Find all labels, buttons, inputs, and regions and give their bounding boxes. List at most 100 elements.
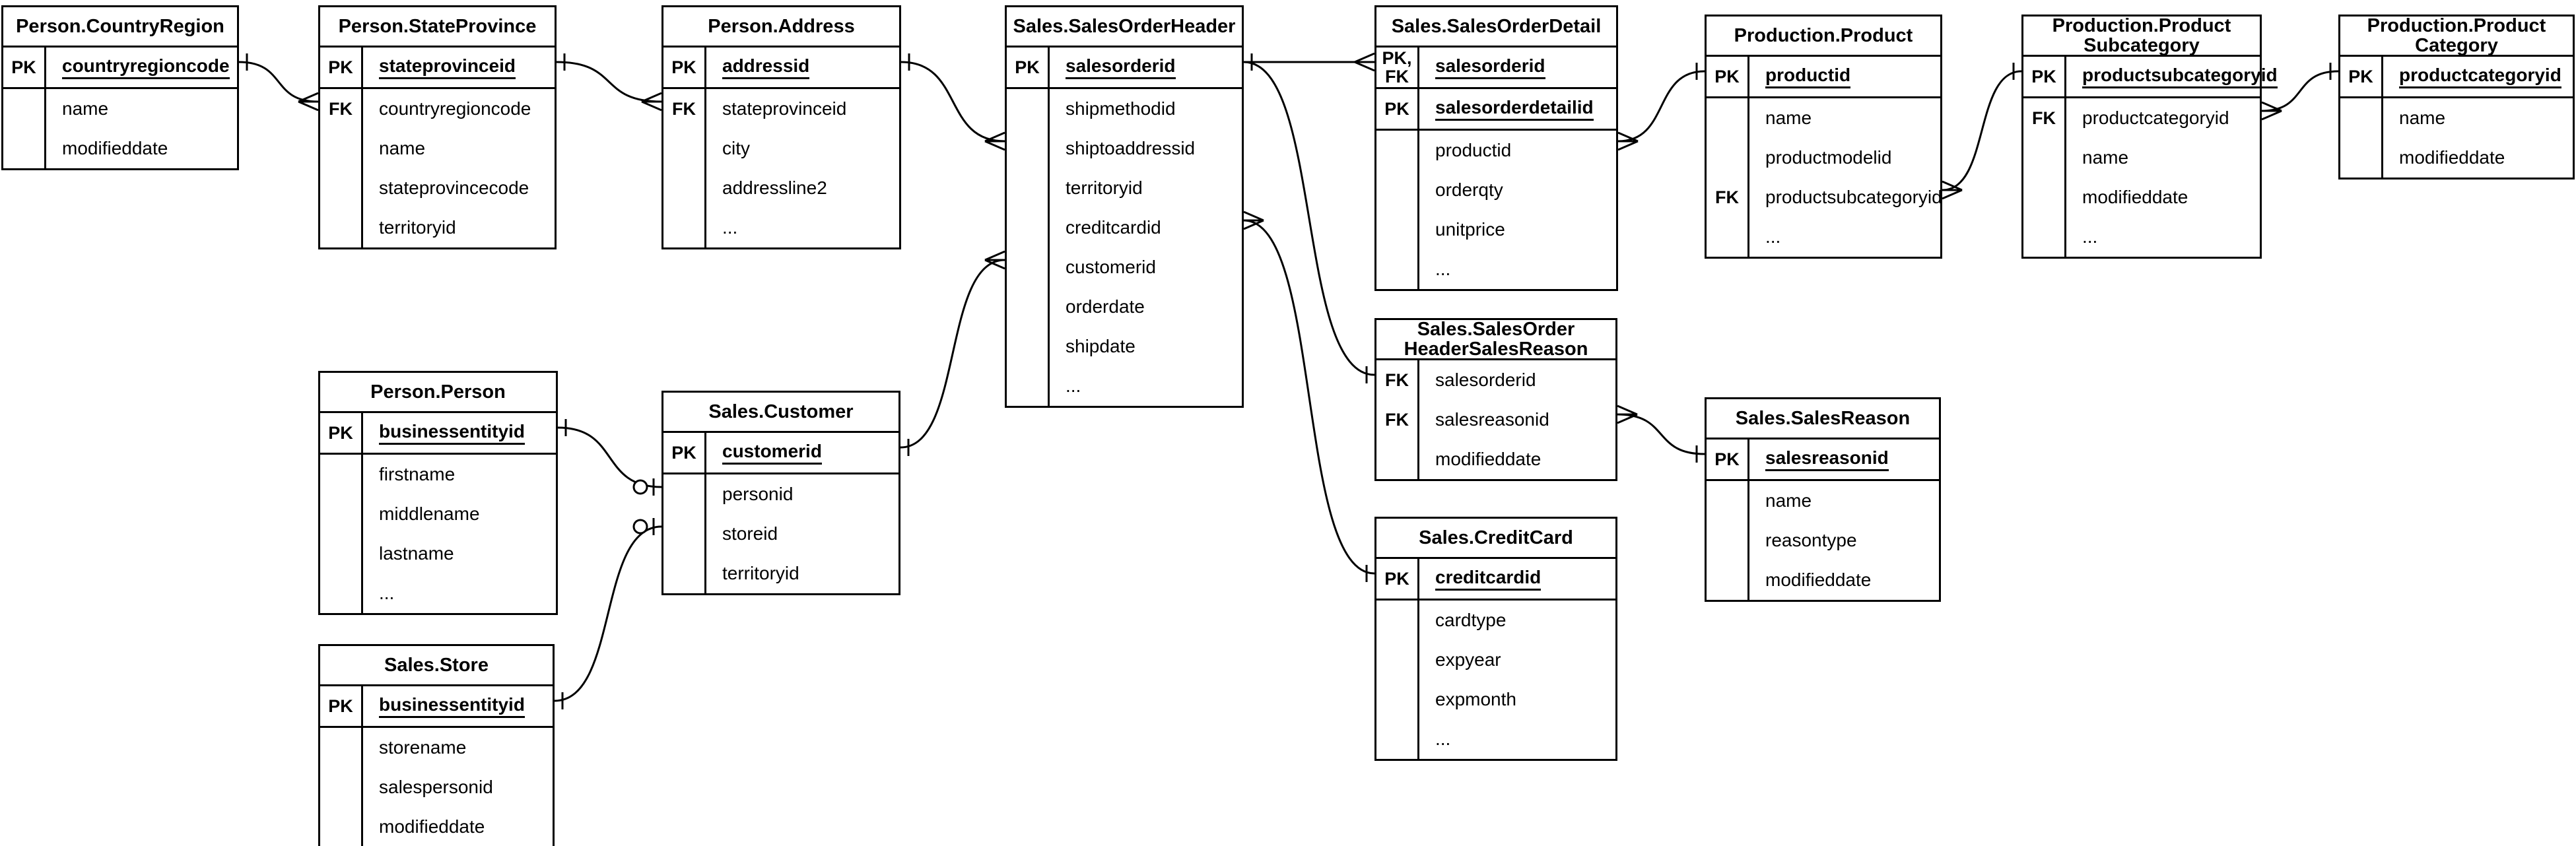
attribute-row: ... xyxy=(1707,217,1940,257)
key-flag-cell xyxy=(663,129,706,168)
field-name: lastname xyxy=(379,543,454,564)
attribute-row: expyear xyxy=(1376,640,1615,680)
attribute-row: modifieddate xyxy=(3,129,237,168)
entity-title-line: Person.Person xyxy=(370,381,506,403)
key-flag-cell: FK xyxy=(1376,360,1419,400)
key-flag-cell xyxy=(1707,138,1749,178)
attribute-row: personid xyxy=(663,474,898,514)
field-name-cell: productcategoryid xyxy=(2383,57,2573,96)
field-name: stateprovinceid xyxy=(379,55,516,79)
field-name-cell: name xyxy=(363,129,555,168)
entity-title: Production.Product xyxy=(1707,16,1940,57)
field-name: modifieddate xyxy=(62,138,168,158)
key-flag-cell xyxy=(2023,178,2066,217)
field-name-cell: stateprovinceid xyxy=(363,48,555,87)
attribute-row: ... xyxy=(663,208,899,247)
key-flag-cell: PK xyxy=(1376,559,1419,599)
entity-title-line: Sales.SalesOrderHeader xyxy=(1013,16,1236,37)
field-name-cell: orderdate xyxy=(1050,287,1242,327)
entity-section: PK salesorderid xyxy=(1007,48,1242,89)
key-flag-cell: FK xyxy=(1707,178,1749,217)
field-name: shipdate xyxy=(1066,336,1135,356)
key-flag-cell: PK xyxy=(1707,57,1749,96)
field-name-cell: salesorderdetailid xyxy=(1419,89,1616,129)
key-flag-cell: PK xyxy=(3,48,46,87)
field-name-cell: productid xyxy=(1749,57,1940,96)
entity-section: personid storeid territoryid xyxy=(663,474,898,593)
field-name: customerid xyxy=(1066,257,1156,277)
field-name: modifieddate xyxy=(1435,449,1542,469)
field-name-cell: ... xyxy=(1419,249,1616,289)
field-name-cell: expyear xyxy=(1419,640,1615,680)
field-name-cell: modifieddate xyxy=(2383,138,2573,178)
attribute-row: reasontype xyxy=(1707,521,1939,560)
attribute-row: cardtype xyxy=(1376,601,1615,640)
field-name: storeid xyxy=(722,523,778,544)
entity-title: Sales.Customer xyxy=(663,393,898,433)
field-name: name xyxy=(1765,490,1812,511)
attribute-row: modifieddate xyxy=(2340,138,2573,178)
field-name-cell: addressid xyxy=(706,48,899,87)
field-name-cell: productcategoryid xyxy=(2066,98,2260,138)
field-name-cell: name xyxy=(2383,98,2573,138)
relationship-edge xyxy=(900,259,1005,449)
field-name: salesreasonid xyxy=(1765,447,1889,471)
key-flag-cell xyxy=(1707,560,1749,600)
attribute-row: ... xyxy=(1007,366,1242,406)
entity-title-line: Sales.CreditCard xyxy=(1419,527,1573,548)
field-name-cell: territoryid xyxy=(706,554,898,593)
field-name: ... xyxy=(1066,375,1081,396)
field-name-cell: reasontype xyxy=(1749,521,1939,560)
entity-title-line: Sales.SalesOrder xyxy=(1417,319,1575,340)
field-name-cell: modifieddate xyxy=(363,807,553,846)
field-name-cell: salespersonid xyxy=(363,767,553,807)
attribute-row: productmodelid xyxy=(1707,138,1940,178)
primary-key-row: PK salesorderid xyxy=(1007,48,1242,87)
entity-section: name modifieddate xyxy=(2340,98,2573,178)
field-name-cell: name xyxy=(1749,481,1939,521)
many-marker xyxy=(1354,52,1375,72)
field-name: name xyxy=(62,98,109,119)
attribute-row: shipdate xyxy=(1007,327,1242,366)
field-name-cell: modifieddate xyxy=(1419,439,1615,479)
field-name: businessentityid xyxy=(379,694,525,718)
key-flag-cell xyxy=(1007,89,1050,129)
field-name-cell: expmonth xyxy=(1419,680,1615,719)
key-flag-cell xyxy=(1376,439,1419,479)
field-name: productsubcategoryid xyxy=(1765,187,1942,207)
field-name: salesorderid xyxy=(1066,55,1176,79)
field-name: cardtype xyxy=(1435,610,1507,630)
key-flag-cell: PK xyxy=(663,433,706,472)
field-name-cell: ... xyxy=(363,573,556,613)
field-name: firstname xyxy=(379,464,456,484)
field-name-cell: creditcardid xyxy=(1419,559,1615,599)
attribute-row: modifieddate xyxy=(320,807,553,846)
field-name: ... xyxy=(379,583,395,603)
key-flag-cell: PK xyxy=(1707,439,1749,479)
key-flag-cell: PK xyxy=(1007,48,1050,87)
field-name: modifieddate xyxy=(2399,147,2505,168)
entity-title: Sales.Store xyxy=(320,646,553,686)
field-name-cell: unitprice xyxy=(1419,210,1616,249)
attribute-row: ... xyxy=(2023,217,2260,257)
field-name-cell: stateprovinceid xyxy=(706,89,899,129)
field-name: expyear xyxy=(1435,649,1501,670)
key-flag-cell xyxy=(1707,98,1749,138)
field-name-cell: creditcardid xyxy=(1050,208,1242,247)
